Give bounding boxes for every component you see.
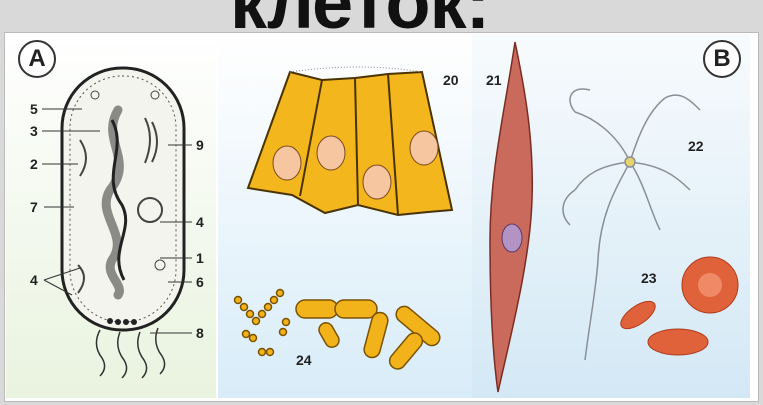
label-21: 21 bbox=[486, 72, 502, 88]
red-blood-cells bbox=[616, 257, 738, 355]
label-24: 24 bbox=[296, 352, 312, 368]
bacterial-cell bbox=[42, 68, 192, 378]
label-7: 7 bbox=[30, 199, 38, 215]
label-8: 8 bbox=[196, 325, 204, 341]
label-2: 2 bbox=[30, 156, 38, 172]
label-4-right: 4 bbox=[196, 214, 204, 230]
panel-b-badge: B bbox=[703, 40, 741, 78]
label-23: 23 bbox=[641, 270, 657, 286]
label-9: 9 bbox=[196, 137, 204, 153]
label-5: 5 bbox=[30, 101, 38, 117]
label-1: 1 bbox=[196, 250, 204, 266]
label-22: 22 bbox=[688, 138, 704, 154]
bacteria-shapes bbox=[235, 290, 444, 373]
label-20: 20 bbox=[443, 72, 459, 88]
label-4-left: 4 bbox=[30, 272, 38, 288]
label-3: 3 bbox=[30, 123, 38, 139]
epithelial-cells bbox=[248, 67, 452, 215]
panel-a-badge: A bbox=[18, 40, 56, 78]
label-6: 6 bbox=[196, 274, 204, 290]
smooth-muscle-cell bbox=[490, 42, 532, 392]
